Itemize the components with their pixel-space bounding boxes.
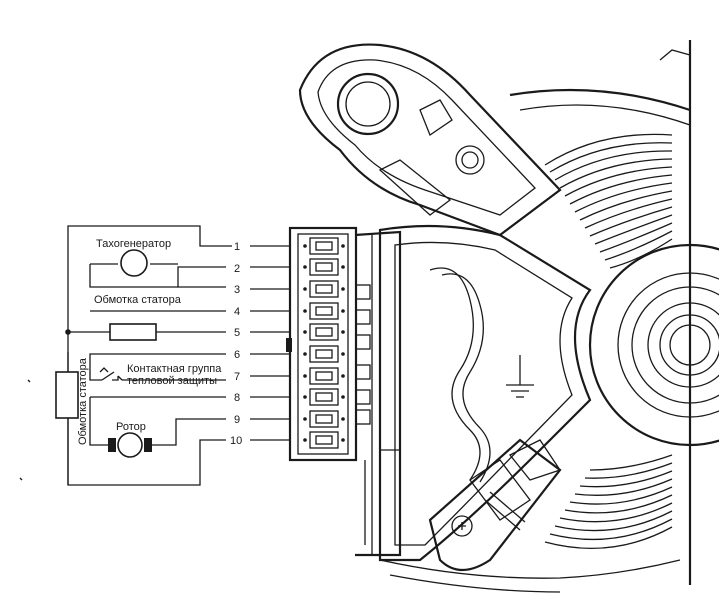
stator-winding-label: Обмотка статора	[94, 294, 182, 306]
connector-block	[286, 226, 371, 462]
pin-number: 7	[234, 371, 240, 383]
wiring-schematic: Тахогенератор Обмотка статора Контактная…	[19, 225, 232, 486]
contact-group-label-line1: Контактная группа	[127, 363, 222, 375]
pin-number: 4	[234, 306, 240, 318]
connector-plug-tabs	[355, 284, 371, 425]
stator-winding-side-label: Обмотка статора	[77, 357, 89, 445]
motor-housing	[298, 40, 719, 593]
pin-number: 9	[234, 414, 240, 426]
stator-winding-symbol	[55, 371, 79, 419]
connector-dots	[303, 244, 345, 442]
pin-number: 6	[234, 349, 240, 361]
pin-number: 8	[234, 392, 240, 404]
tachogenerator-symbol	[120, 249, 148, 277]
pin-numbers: 1 2 3 4 5 6 7 8 9 10	[230, 241, 242, 447]
pin-number: 3	[234, 284, 240, 296]
winding-element	[109, 323, 157, 341]
rotor-symbol	[117, 432, 143, 458]
motor-hub	[588, 243, 719, 447]
pin-number: 5	[234, 327, 240, 339]
contact-group-label-line2: тепловой защиты	[127, 375, 217, 387]
rotor-label: Ротор	[116, 421, 146, 433]
connector-terminals	[309, 237, 339, 449]
thermal-protection-contact	[89, 353, 226, 381]
stator-winding-side	[55, 352, 79, 485]
ground-icon	[506, 355, 534, 398]
pin-number: 10	[230, 435, 242, 447]
pin-number: 1	[234, 241, 240, 253]
stator-coil-top	[544, 133, 673, 269]
stator-coil-bottom	[544, 454, 673, 549]
tachogenerator-label: Тахогенератор	[96, 238, 171, 250]
rotor	[89, 397, 226, 458]
pin-number: 2	[234, 263, 240, 275]
tachogenerator	[89, 249, 226, 288]
pin-leads	[250, 245, 290, 441]
